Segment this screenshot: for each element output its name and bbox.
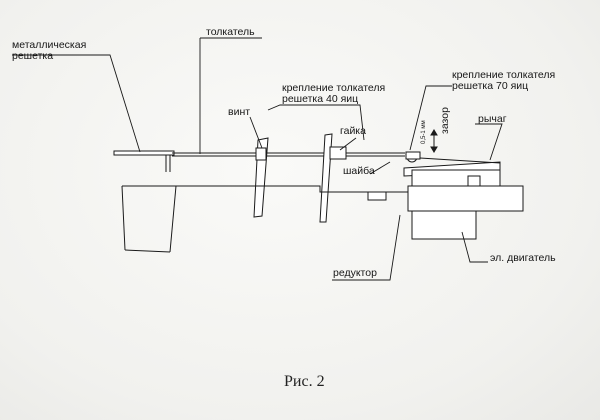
gap-arrows (430, 129, 438, 153)
label-pusher: толкатель (206, 26, 255, 38)
base-platform (122, 185, 410, 193)
label-gap: зазор (439, 107, 451, 134)
label-screw: винт (228, 106, 251, 118)
label-mount-40: крепление толкателя решетка 40 яиц (282, 82, 386, 105)
label-motor: эл. двигатель (490, 252, 556, 264)
label-mount-70: крепление толкателя решетка 70 яиц (452, 69, 556, 92)
gearbox (407, 169, 524, 212)
label-metal-mesh: металлическая решетка (12, 39, 87, 62)
label-lever: рычаг (478, 113, 507, 125)
nut-bracket (319, 133, 347, 223)
pusher-rod (172, 152, 405, 157)
label-nut: гайка (340, 125, 366, 137)
label-gearbox: редуктор (333, 267, 377, 279)
label-washer: шайба (343, 165, 375, 177)
electric-motor (411, 210, 477, 240)
metal-mesh (113, 150, 175, 172)
figure-caption: Рис. 2 (284, 373, 325, 390)
screw-bracket (253, 137, 269, 218)
label-gap-size: 0,5-1 мм (421, 120, 427, 144)
table-stand (121, 185, 177, 253)
leader-lines (12, 37, 503, 281)
base-block (367, 191, 387, 201)
